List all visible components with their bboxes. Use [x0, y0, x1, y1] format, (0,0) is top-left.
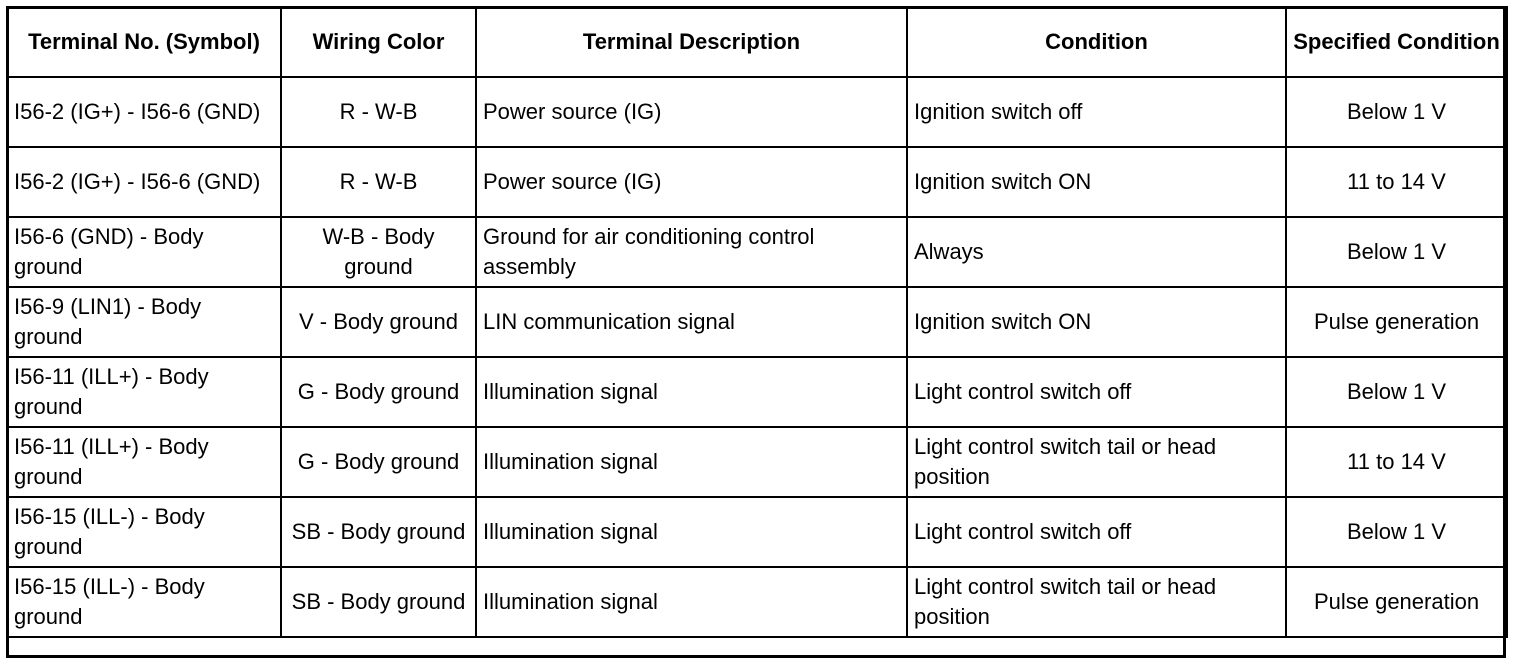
- specified-condition-cell: Below 1 V: [1285, 356, 1508, 428]
- wiring-color-cell: R - W-B: [280, 76, 477, 148]
- specified-condition-cell: Below 1 V: [1285, 216, 1508, 288]
- header-terminal-description: Terminal Description: [475, 6, 908, 78]
- terminal-description-cell: Illumination signal: [475, 566, 908, 638]
- specified-condition-cell: 11 to 14 V: [1285, 426, 1508, 498]
- terminal-description-cell: Ground for air conditioning control asse…: [475, 216, 908, 288]
- condition-cell: Light control switch off: [906, 356, 1287, 428]
- terminal-spec-table: Terminal No. (Symbol) Wiring Color Termi…: [6, 6, 1508, 638]
- terminal-no-cell: I56-2 (IG+) - I56-6 (GND): [6, 146, 282, 218]
- header-wiring-color: Wiring Color: [280, 6, 477, 78]
- condition-cell: Light control switch off: [906, 496, 1287, 568]
- header-row: Terminal No. (Symbol) Wiring Color Termi…: [6, 6, 1508, 78]
- terminal-description-cell: Illumination signal: [475, 496, 908, 568]
- wiring-color-cell: G - Body ground: [280, 356, 477, 428]
- wiring-color-cell: R - W-B: [280, 146, 477, 218]
- specified-condition-cell: Below 1 V: [1285, 496, 1508, 568]
- specified-condition-cell: Pulse generation: [1285, 286, 1508, 358]
- wiring-color-cell: SB - Body ground: [280, 496, 477, 568]
- condition-cell: Light control switch tail or head positi…: [906, 426, 1287, 498]
- header-condition: Condition: [906, 6, 1287, 78]
- terminal-description-cell: Illumination signal: [475, 356, 908, 428]
- wiring-color-cell: G - Body ground: [280, 426, 477, 498]
- terminal-description-cell: Power source (IG): [475, 76, 908, 148]
- terminal-no-cell: I56-11 (ILL+) - Body ground: [6, 426, 282, 498]
- wiring-color-cell: W-B - Body ground: [280, 216, 477, 288]
- specified-condition-cell: Pulse generation: [1285, 566, 1508, 638]
- terminal-description-cell: Illumination signal: [475, 426, 908, 498]
- terminal-no-cell: I56-15 (ILL-) - Body ground: [6, 496, 282, 568]
- terminal-no-cell: I56-6 (GND) - Body ground: [6, 216, 282, 288]
- terminal-no-cell: I56-11 (ILL+) - Body ground: [6, 356, 282, 428]
- terminal-no-cell: I56-2 (IG+) - I56-6 (GND): [6, 76, 282, 148]
- condition-cell: Ignition switch ON: [906, 286, 1287, 358]
- condition-cell: Ignition switch off: [906, 76, 1287, 148]
- header-specified-condition: Specified Condition: [1285, 6, 1508, 78]
- terminal-description-cell: Power source (IG): [475, 146, 908, 218]
- specified-condition-cell: Below 1 V: [1285, 76, 1508, 148]
- terminal-no-cell: I56-9 (LIN1) - Body ground: [6, 286, 282, 358]
- condition-cell: Always: [906, 216, 1287, 288]
- wiring-color-cell: SB - Body ground: [280, 566, 477, 638]
- terminal-description-cell: LIN communication signal: [475, 286, 908, 358]
- condition-cell: Ignition switch ON: [906, 146, 1287, 218]
- header-terminal-no: Terminal No. (Symbol): [6, 6, 282, 78]
- condition-cell: Light control switch tail or head positi…: [906, 566, 1287, 638]
- wiring-color-cell: V - Body ground: [280, 286, 477, 358]
- specified-condition-cell: 11 to 14 V: [1285, 146, 1508, 218]
- terminal-no-cell: I56-15 (ILL-) - Body ground: [6, 566, 282, 638]
